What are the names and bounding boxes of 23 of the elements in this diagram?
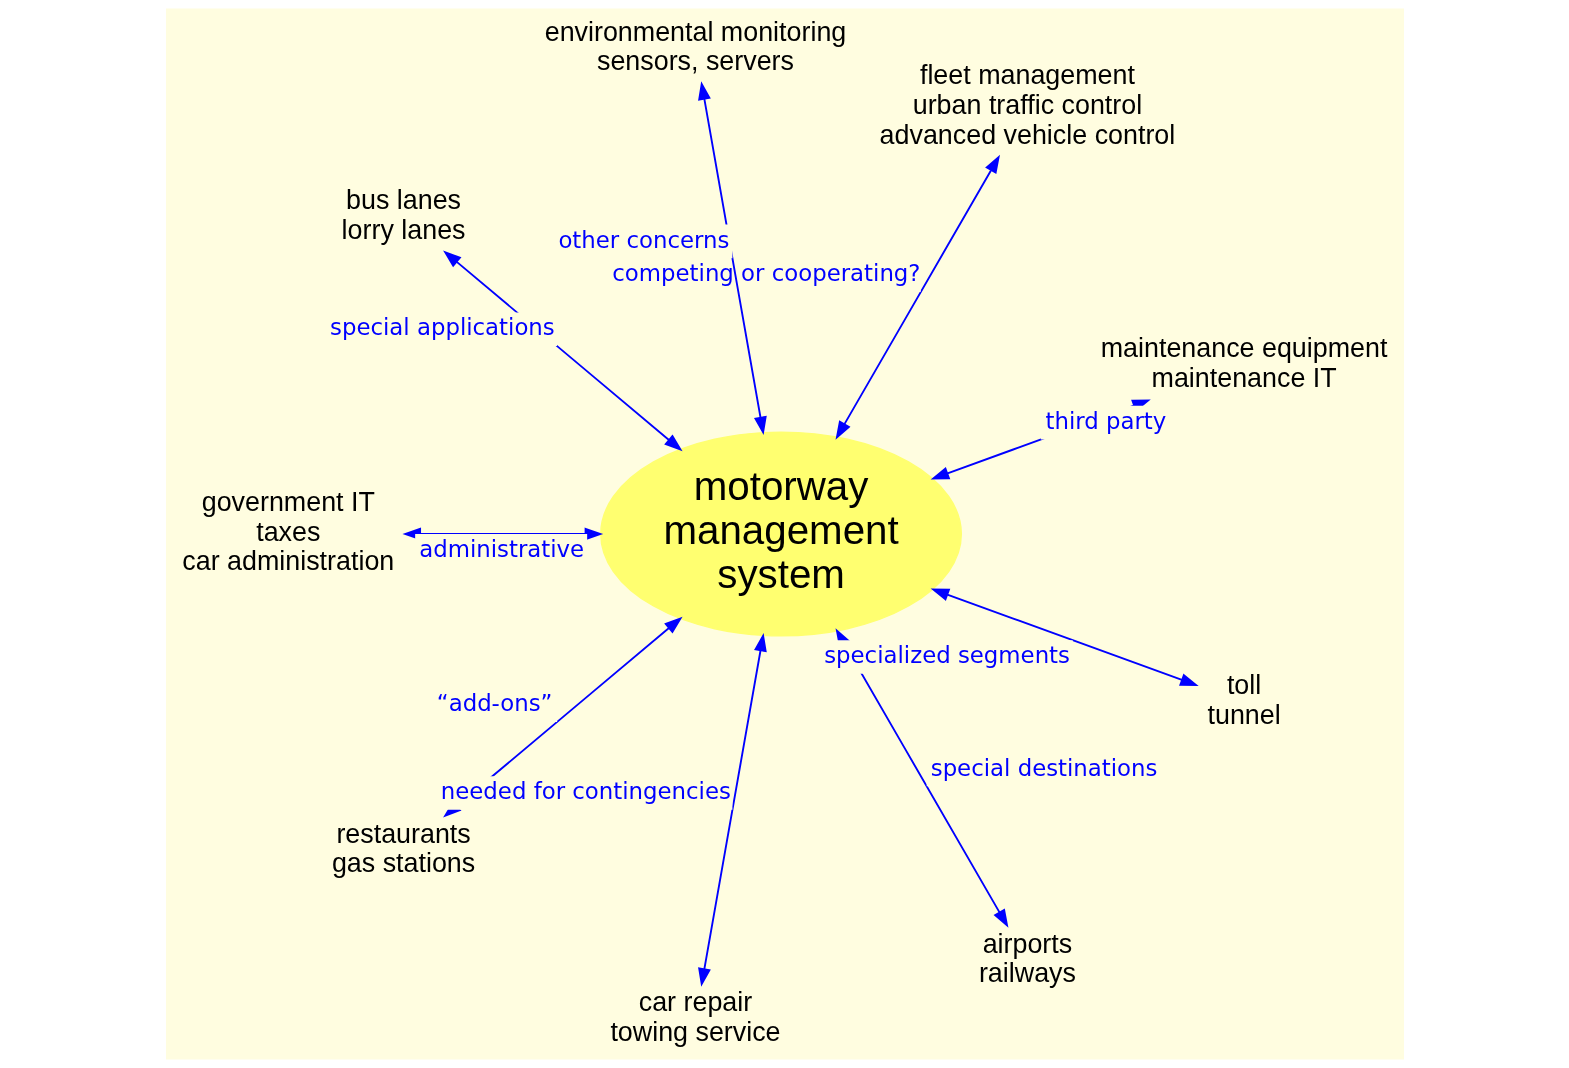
edge-label: specialized segments — [823, 642, 1070, 669]
node-text: bus lanes lorry lanes — [341, 185, 466, 245]
node-text: airports railways — [978, 928, 1076, 989]
node-text: restaurants gas stations — [331, 818, 475, 879]
edge-label: special applications — [329, 314, 555, 341]
node-text: fleet management urban traffic control advanced vehicle control — [879, 60, 1175, 150]
node-text: maintenance equipment maintenance IT — [1100, 333, 1387, 393]
edge-label: needed for contingencies — [440, 778, 731, 805]
node-text: car repair towing service — [609, 987, 781, 1047]
edge-label: competing or cooperating? — [611, 260, 920, 287]
arrow — [930, 588, 1199, 686]
arrow — [442, 250, 683, 452]
arrow — [697, 81, 767, 436]
edge-label: third party — [1045, 407, 1166, 434]
node-text: environmental monitoring sensors, servers — [544, 16, 846, 77]
edge-label: special destinations — [930, 754, 1157, 781]
arrow — [835, 154, 1000, 440]
edge-label: administrative — [418, 535, 584, 562]
edge-label: other concerns — [557, 226, 729, 253]
edge-label: “add-ons” — [436, 690, 552, 717]
arrow — [697, 632, 767, 987]
node-text: government IT taxes car administration — [181, 487, 394, 577]
node-text: toll tunnel — [1207, 670, 1281, 731]
